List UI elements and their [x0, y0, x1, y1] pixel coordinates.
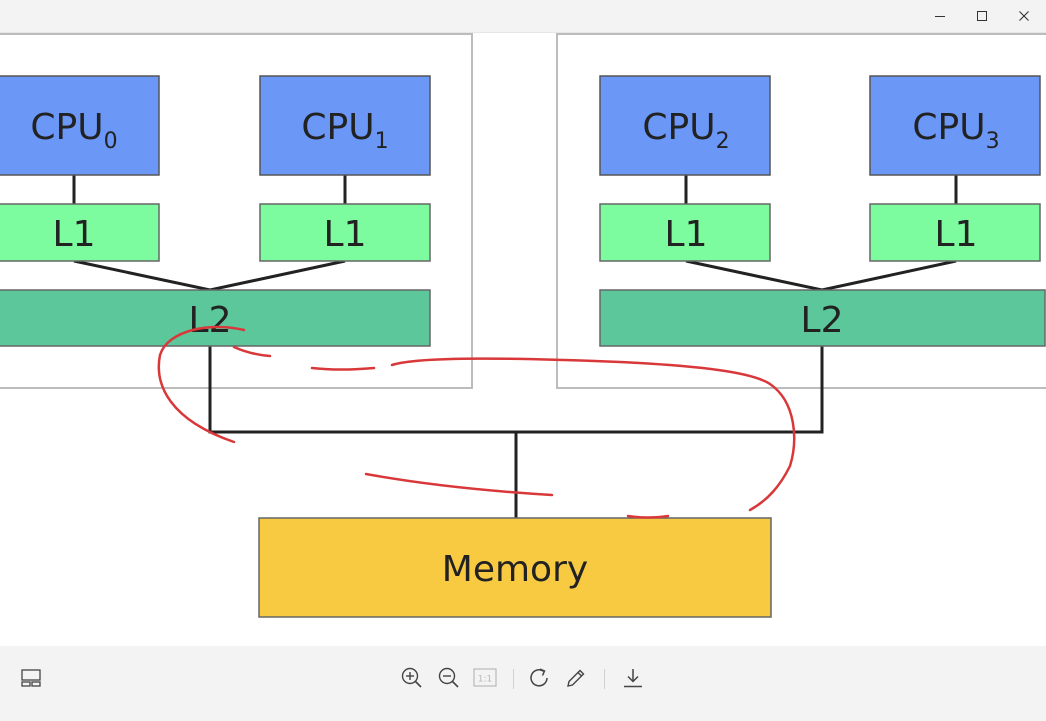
svg-text:L1: L1 — [53, 214, 96, 255]
edit-pen-icon — [567, 669, 585, 687]
svg-text:L1: L1 — [324, 214, 367, 255]
close-icon — [1019, 11, 1029, 21]
zoom-in-button[interactable] — [397, 663, 427, 693]
svg-text:L1: L1 — [665, 214, 708, 255]
zoom-out-button[interactable] — [434, 663, 464, 693]
cpu-box-1: CPU1 — [259, 75, 431, 176]
maximize-button[interactable] — [960, 0, 1004, 32]
svg-text:CPU2: CPU2 — [642, 107, 729, 154]
svg-text:CPU0: CPU0 — [30, 107, 117, 154]
bottom-toolbar — [0, 646, 1046, 721]
cpu-box-0: CPU0 — [0, 75, 160, 176]
cpu-box-3: CPU3 — [869, 75, 1041, 176]
toolbar-divider — [513, 669, 514, 689]
l1-cache-box-0: L1 — [0, 203, 160, 262]
svg-text:CPU1: CPU1 — [301, 107, 388, 154]
download-button[interactable] — [618, 663, 648, 693]
rotate-button[interactable] — [525, 663, 555, 693]
filmstrip-icon — [21, 669, 41, 687]
memory-box: Memory — [258, 517, 772, 618]
edit-button[interactable] — [561, 663, 591, 693]
l1-cache-box-1: L1 — [259, 203, 431, 262]
actual-size-button[interactable]: 1:1 — [470, 663, 500, 693]
minimize-icon — [935, 16, 945, 17]
svg-text:CPU3: CPU3 — [912, 107, 999, 154]
l1-cache-box-2: L1 — [599, 203, 771, 262]
red-ink-annotation — [157, 325, 796, 519]
rotate-icon — [530, 668, 548, 687]
zoom-in-icon — [401, 667, 422, 688]
cache-diagram: CPU0 CPU1 CPU2 CPU3 L1 L — [0, 33, 1046, 618]
filmstrip-button[interactable] — [16, 663, 46, 693]
minimize-button[interactable] — [918, 0, 962, 32]
title-bar — [0, 0, 1046, 33]
cpu-box-2: CPU2 — [599, 75, 771, 176]
image-canvas[interactable]: CPU0 CPU1 CPU2 CPU3 L1 L — [0, 33, 1046, 646]
zoom-out-icon — [438, 667, 459, 688]
svg-text:L2: L2 — [801, 300, 844, 341]
l2-cache-box-left: L2 — [0, 289, 431, 347]
close-button[interactable] — [1002, 0, 1046, 32]
svg-text:L2: L2 — [189, 300, 232, 341]
maximize-icon — [977, 11, 987, 21]
actual-size-icon: 1:1 — [473, 668, 497, 687]
svg-text:L1: L1 — [935, 214, 978, 255]
svg-text:1:1: 1:1 — [478, 675, 492, 685]
l2-cache-box-right: L2 — [599, 289, 1046, 347]
download-icon — [624, 669, 642, 688]
l1-cache-box-3: L1 — [869, 203, 1041, 262]
toolbar-divider — [604, 669, 605, 689]
svg-text:Memory: Memory — [442, 549, 588, 590]
